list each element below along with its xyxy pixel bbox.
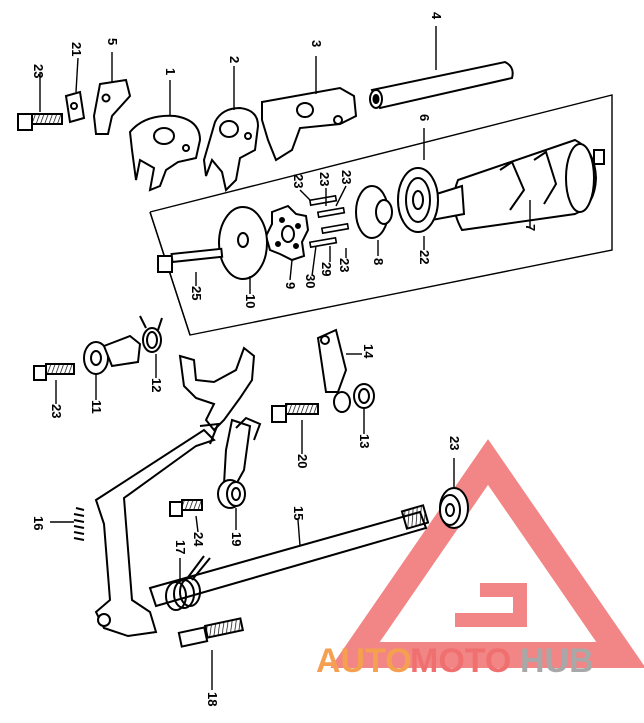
part-27-bolt — [169, 499, 203, 517]
part-5-guide-plate — [92, 78, 132, 135]
part-26-bolt — [33, 363, 75, 381]
label-part-5: 5 — [105, 38, 120, 45]
part-3-shift-fork — [261, 86, 358, 162]
part-7-shift-drum — [428, 138, 605, 232]
label-part-21: 21 — [69, 42, 84, 56]
part-13-spring — [333, 383, 375, 413]
part-10-washer — [218, 206, 268, 280]
part-18-stud — [177, 617, 245, 648]
label-part-23-c: 23 — [339, 170, 354, 184]
label-part-12: 12 — [149, 378, 164, 392]
leader-lines — [39, 26, 531, 690]
label-part-14: 14 — [361, 344, 376, 359]
label-part-19: 19 — [229, 532, 244, 546]
label-part-28: 25 — [189, 286, 204, 300]
label-part-10: 10 — [243, 294, 258, 308]
label-part-2: 2 — [227, 56, 242, 63]
label-part-7: 7 — [523, 224, 538, 231]
part-16-spring — [73, 507, 85, 541]
part-9-star-plate — [264, 204, 310, 262]
part-22-bearing — [397, 167, 439, 233]
part-6-group-frame — [149, 94, 613, 336]
label-part-17: 17 — [173, 540, 188, 554]
part-2-shift-fork — [202, 106, 260, 192]
part-24-oil-seal — [439, 487, 469, 529]
label-part-6: 6 — [417, 114, 432, 121]
part-23-pins — [308, 194, 350, 249]
label-part-11: 11 — [89, 400, 104, 414]
label-part-8: 8 — [371, 258, 386, 265]
watermark-text: AUTO MOTO HUB — [316, 642, 594, 680]
part-15-shift-shaft — [148, 504, 430, 608]
label-part-16: 16 — [31, 516, 46, 530]
label-part-23-d: 23 — [337, 258, 352, 272]
watermark-logo — [330, 439, 644, 668]
watermark-moto: MOTO — [410, 642, 511, 680]
part-14-stopper-arm — [316, 328, 348, 393]
label-part-9: 9 — [283, 282, 298, 289]
watermark-hub: HUB — [520, 642, 594, 680]
label-part-22: 22 — [417, 250, 432, 264]
label-part-15: 15 — [291, 506, 306, 520]
label-part-1: 1 — [163, 68, 178, 75]
gear-shift-arm — [178, 346, 262, 490]
label-part-30: 30 — [303, 274, 318, 288]
part-20-bolt — [271, 403, 319, 423]
label-part-25: 23 — [31, 64, 46, 78]
label-part-3: 3 — [309, 40, 324, 47]
label-part-27: 24 — [191, 532, 206, 547]
part-8-pin-plate — [355, 185, 393, 239]
label-part-20: 20 — [295, 454, 310, 468]
part-19-collar — [217, 479, 246, 509]
part-25-bolt — [17, 113, 63, 131]
part-21-lock-plate — [64, 90, 86, 124]
shift-lever-plate — [94, 422, 220, 638]
label-part-4: 4 — [429, 12, 444, 20]
label-part-26: 23 — [49, 404, 64, 418]
label-part-23-b: 23 — [317, 172, 332, 186]
part-1-shift-fork — [128, 114, 202, 192]
watermark-auto: AUTO — [316, 642, 412, 680]
label-part-23-a: 23 — [291, 174, 306, 188]
label-part-29: 29 — [319, 262, 334, 276]
label-part-24: 23 — [447, 436, 462, 450]
part-28-bolt — [157, 247, 224, 273]
label-part-13: 13 — [357, 434, 372, 448]
part-17-return-spring — [165, 555, 211, 611]
part-11-arm — [83, 334, 142, 375]
label-part-18: 18 — [205, 692, 220, 706]
part-12-spring — [139, 315, 163, 353]
part-4-shaft — [369, 60, 514, 110]
part-labels: 23 21 5 1 2 3 4 6 7 23 23 23 8 22 29 23 … — [31, 12, 538, 706]
